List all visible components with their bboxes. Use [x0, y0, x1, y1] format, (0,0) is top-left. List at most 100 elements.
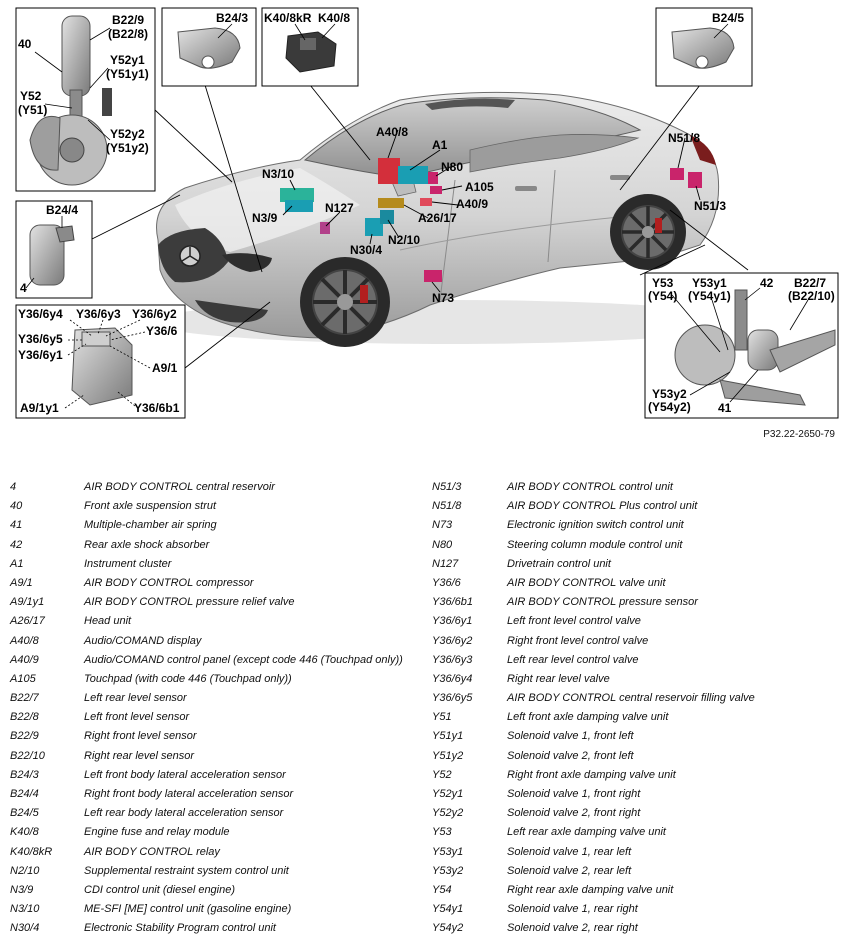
- callout-n51-8: N51/8: [668, 131, 700, 145]
- legend-code: 4: [10, 481, 17, 493]
- legend-code: Y51y1: [432, 730, 464, 743]
- legend-description: Right front level sensor: [84, 730, 197, 743]
- legend-description: Solenoid valve 2, front right: [507, 807, 641, 820]
- legend-description: Audio/COMAND display: [84, 634, 202, 647]
- legend-description: Multiple-chamber air spring: [84, 519, 217, 532]
- legend-code: A9/1: [10, 576, 33, 589]
- legend-code: N2/10: [10, 864, 40, 877]
- callout-labels: B22/9 (B22/8) 40 Y52y1 (Y51y1) Y52 (Y51)…: [18, 11, 835, 415]
- callout-n30-4: N30/4: [350, 243, 382, 257]
- marker-n51-3: [688, 172, 702, 188]
- legend-code: N73: [432, 519, 453, 532]
- legend-code: Y52y1: [432, 788, 464, 800]
- legend-description: Solenoid valve 2, rear right: [507, 922, 638, 935]
- legend-row: Y52y2 Solenoid valve 2, front right: [432, 804, 847, 823]
- legend-description: Front axle suspension strut: [84, 500, 217, 513]
- callout-y36-6: Y36/6: [146, 324, 178, 338]
- callout-b24-4: B24/4: [46, 203, 78, 217]
- callout-b24-3: B24/3: [216, 11, 248, 25]
- legend-description: Right rear level sensor: [84, 749, 195, 762]
- callout-b24-5: B24/5: [712, 11, 744, 25]
- callout-40: 40: [18, 37, 32, 51]
- legend-description: Engine fuse and relay module: [84, 826, 230, 839]
- legend-description: Right front body lateral acceleration se…: [84, 788, 294, 800]
- callout-b22-10: (B22/10): [788, 289, 835, 303]
- legend-code: Y52y2: [432, 807, 464, 820]
- callout-a1: A1: [432, 138, 448, 152]
- callout-y54: (Y54): [648, 289, 677, 303]
- legend-code: Y54y2: [432, 922, 464, 935]
- marker-a1: [398, 166, 428, 184]
- component-markers: [280, 158, 702, 282]
- legend-code: 42: [10, 538, 23, 551]
- legend-code: A40/9: [10, 653, 39, 666]
- legend-description: Left rear level sensor: [84, 692, 187, 705]
- marker-n3-10: [280, 188, 314, 202]
- legend-description: Rear axle shock absorber: [84, 538, 210, 551]
- legend-description: Right rear level valve: [507, 672, 610, 685]
- callout-a9-1: A9/1: [152, 361, 178, 375]
- legend-description: Solenoid valve 2, rear left: [507, 864, 632, 877]
- legend-code: A9/1y1: [10, 596, 45, 609]
- component-location-diagram: B22/9 (B22/8) 40 Y52y1 (Y51y1) Y52 (Y51)…: [15, 7, 839, 419]
- legend-description: Solenoid valve 1, rear right: [507, 903, 638, 916]
- callout-4: 4: [20, 281, 27, 295]
- callout-y36-6y5: Y36/6y5: [18, 332, 63, 346]
- legend-code: Y51: [432, 711, 452, 724]
- legend-description: Instrument cluster: [84, 557, 172, 570]
- legend-row: B22/9 Right front level sensor: [10, 727, 420, 746]
- legend-code: A26/17: [10, 615, 45, 628]
- callout-y51y2: (Y51y2): [106, 141, 149, 155]
- legend-code: A40/8: [10, 634, 39, 647]
- marker-n51-8: [670, 168, 684, 180]
- callout-n80: N80: [441, 160, 463, 174]
- legend-description: Left rear body lateral acceleration sens…: [84, 807, 284, 820]
- callout-a40-8: A40/8: [376, 125, 408, 139]
- legend-code: A1: [10, 557, 24, 570]
- legend-code: B22/8: [10, 711, 39, 724]
- callout-b22-9: B22/9: [112, 13, 144, 27]
- leader-lines: [89, 84, 749, 369]
- marker-n2-10: [380, 210, 394, 224]
- legend-code: Y36/6: [432, 576, 461, 589]
- callout-y51y1: (Y51y1): [106, 67, 149, 81]
- legend-description: Drivetrain control unit: [507, 557, 611, 570]
- legend-description: AIR BODY CONTROL relay: [84, 845, 220, 858]
- marker-n30-4: [365, 218, 383, 236]
- legend-description: Left front body lateral acceleration sen…: [84, 768, 286, 781]
- legend-code: N3/9: [10, 883, 34, 896]
- callout-y36-6b1: Y36/6b1: [134, 401, 180, 415]
- inset-rear-axle: [644, 272, 839, 419]
- legend-row: 42 Rear axle shock absorber: [10, 536, 420, 555]
- legend-code: B22/9: [10, 730, 39, 743]
- legend-description: Right rear axle damping valve unit: [507, 883, 674, 896]
- legend-description: Supplemental restraint system control un…: [84, 864, 289, 877]
- legend-code: N51/3: [432, 481, 462, 493]
- callout-n127: N127: [325, 201, 354, 215]
